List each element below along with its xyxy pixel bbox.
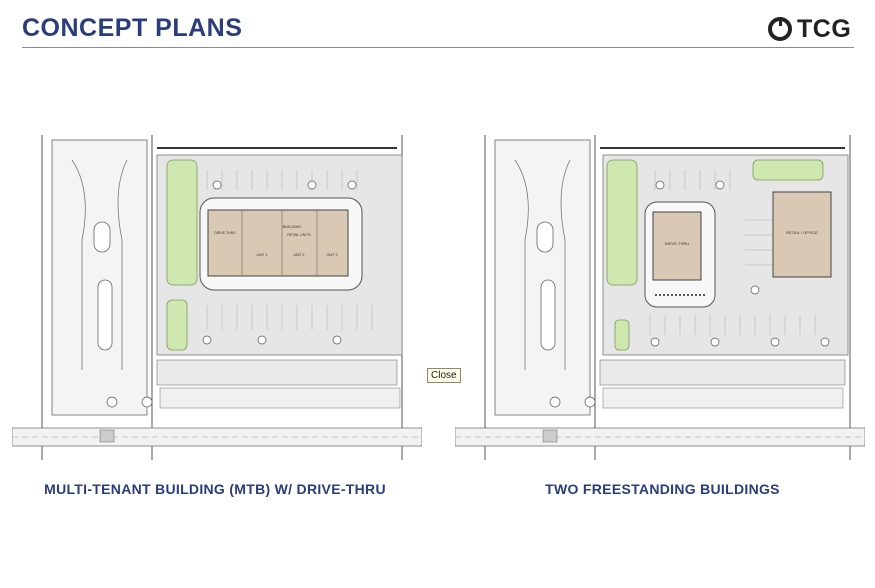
unit-2-label: UNIT 2 bbox=[293, 253, 304, 257]
page-title: CONCEPT PLANS bbox=[22, 14, 243, 42]
close-tooltip-button[interactable]: Close bbox=[427, 368, 461, 383]
drive-thru-building bbox=[652, 211, 702, 281]
site-plan-two-buildings: DRIVE-THRU RETAIL / OFFICE bbox=[455, 130, 865, 460]
site-plan-two-buildings-drawing: DRIVE-THRU RETAIL / OFFICE bbox=[455, 135, 865, 460]
retail-units-label: RETAIL UNITS bbox=[287, 233, 311, 237]
building-label: BUILDING bbox=[283, 224, 302, 229]
unit-1-label: UNIT 1 bbox=[256, 253, 267, 257]
mtb-plan-caption: MULTI-TENANT BUILDING (MTB) W/ DRIVE-THR… bbox=[44, 481, 386, 497]
site-plan-mtb: BUILDING DRIVE-THRU RETAIL UNITS UNIT 1 … bbox=[12, 130, 422, 460]
retail-office-label: RETAIL / OFFICE bbox=[786, 230, 818, 235]
two-buildings-plan-caption: TWO FREESTANDING BUILDINGS bbox=[545, 481, 780, 497]
tcg-logo-icon bbox=[768, 17, 792, 41]
drive-thru-building-label: DRIVE-THRU bbox=[665, 241, 690, 246]
header-divider bbox=[22, 47, 854, 48]
logo-text: TCG bbox=[797, 14, 852, 43]
site-plan-mtb-drawing: BUILDING DRIVE-THRU RETAIL UNITS UNIT 1 … bbox=[12, 135, 422, 460]
retail-office-building bbox=[772, 191, 832, 278]
unit-3-label: UNIT 3 bbox=[326, 253, 337, 257]
tcg-logo: TCG bbox=[767, 14, 851, 44]
mtb-building bbox=[207, 209, 349, 277]
drive-thru-label: DRIVE-THRU bbox=[214, 231, 236, 235]
